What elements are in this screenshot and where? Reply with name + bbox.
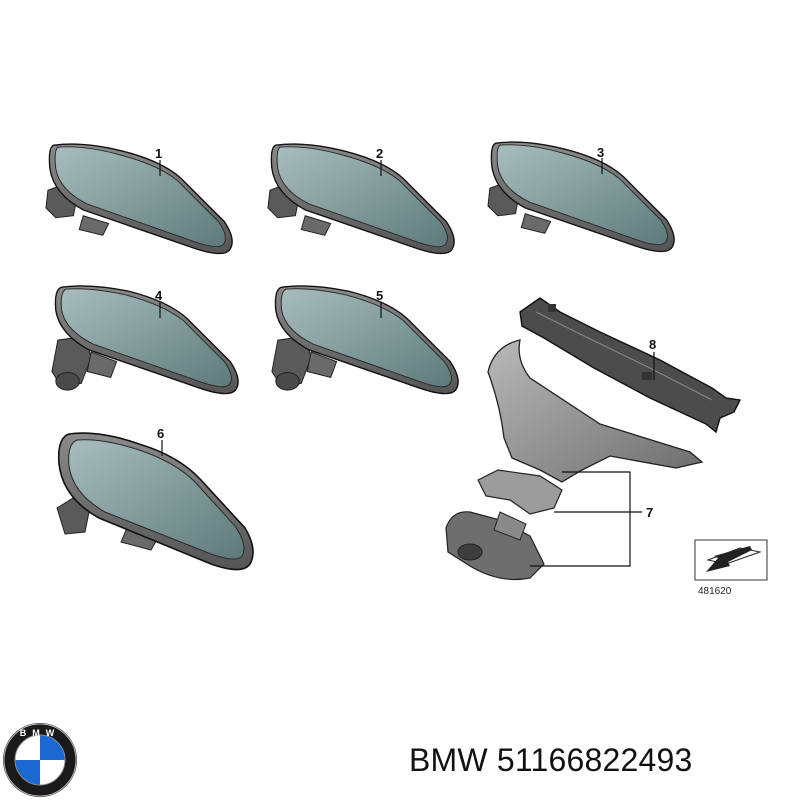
callout-8: 8 — [649, 337, 656, 352]
callout-6: 6 — [157, 426, 164, 441]
mirror-part-5 — [271, 285, 459, 395]
bmw-logo: BMW — [3, 723, 77, 797]
cover-part-7 — [445, 339, 704, 581]
reference-box: 481620 — [694, 539, 768, 597]
mirror-part-3 — [487, 141, 675, 253]
bracket-part-8 — [519, 297, 742, 434]
callout-5: 5 — [376, 288, 383, 303]
mirror-part-6 — [56, 432, 254, 571]
reference-number: 481620 — [698, 586, 732, 597]
leader-7-bracket — [530, 471, 631, 567]
leader-lines — [159, 158, 655, 567]
callout-2: 2 — [376, 146, 383, 161]
callout-4: 4 — [155, 288, 163, 303]
callout-1: 1 — [155, 146, 162, 161]
logo-text: BMW — [20, 728, 61, 738]
mirror-part-1 — [45, 143, 233, 255]
callout-7: 7 — [646, 505, 653, 520]
part-number: 51166822493 — [496, 742, 693, 778]
mirror-part-2 — [267, 143, 455, 255]
callout-3: 3 — [597, 145, 604, 160]
part-caption: BMW 51166822493 — [409, 742, 693, 779]
mirror-part-4 — [51, 285, 239, 395]
brand-name: BMW — [409, 742, 488, 778]
arrow-icon — [706, 546, 752, 572]
